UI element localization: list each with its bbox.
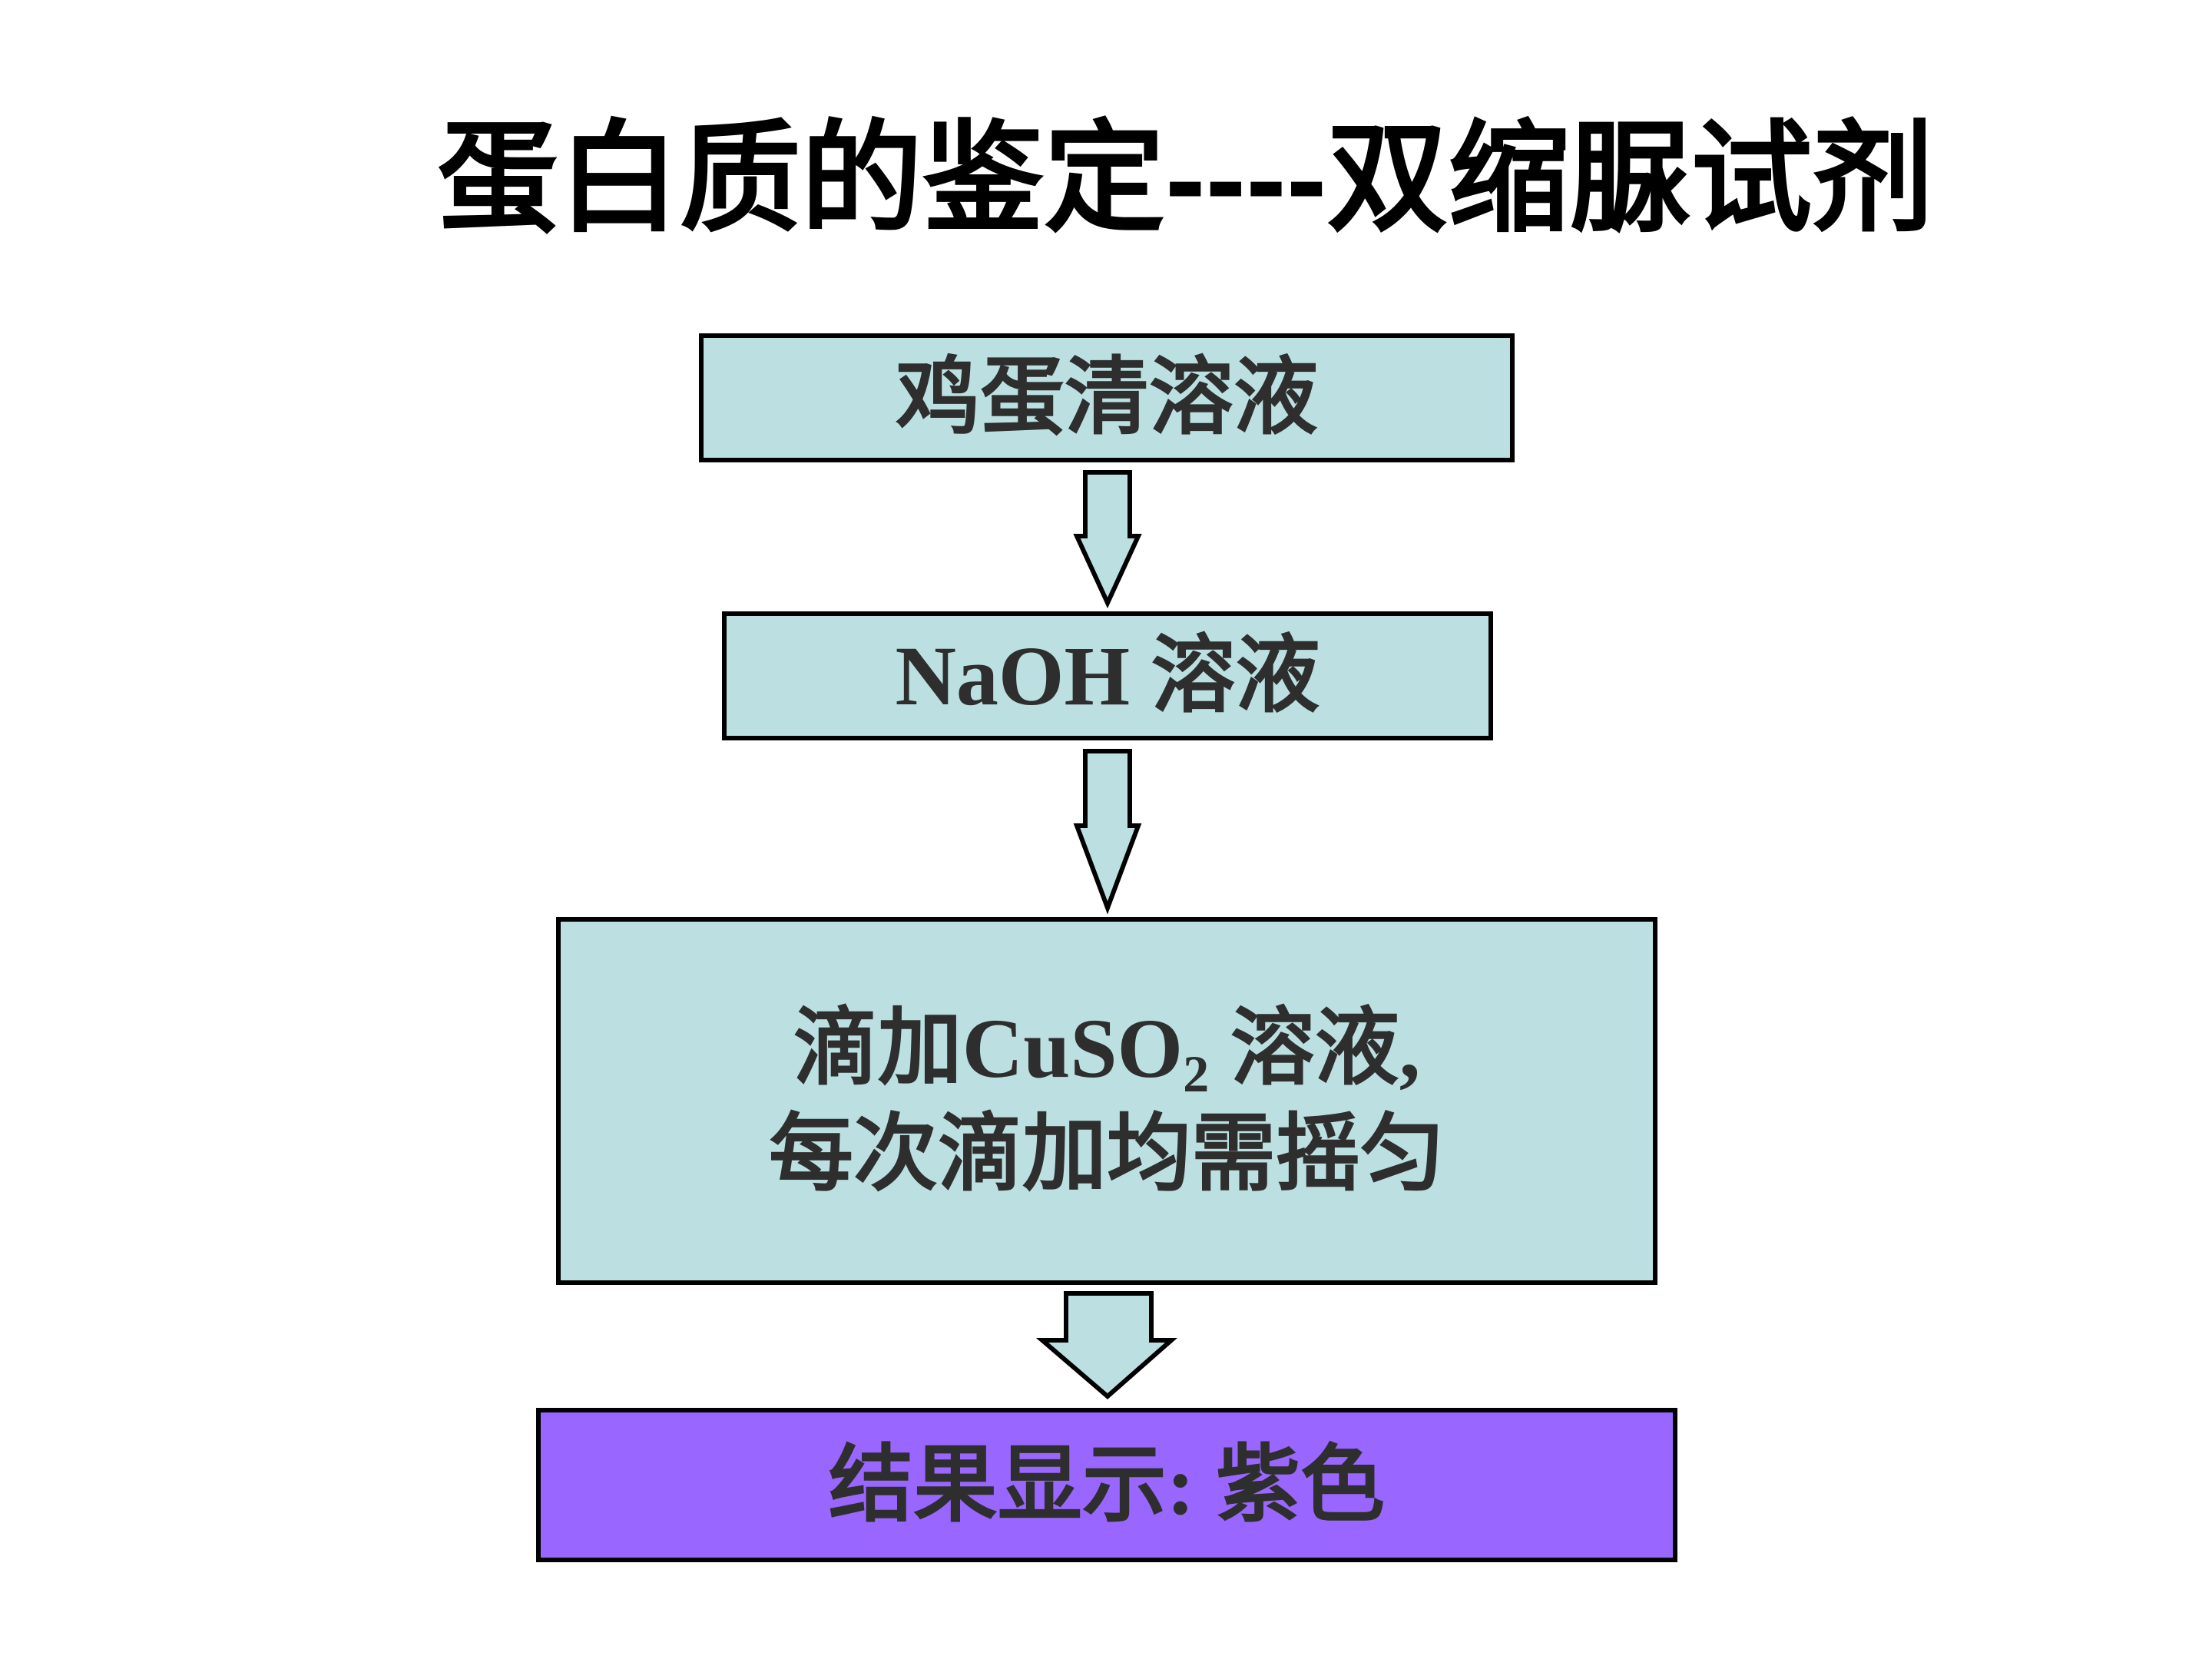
flow-box-result: 结果显示: 紫色 — [536, 1408, 1677, 1562]
cuso-line1-text: 滴加CuSO — [793, 1001, 1184, 1095]
slide-title: 蛋白质的鉴定----双缩脲试剂 — [437, 111, 1934, 247]
flow-box-cuso: 滴加CuSO2 溶液, 每次滴加均需摇匀 — [556, 917, 1657, 1285]
flow-box-naoh-label: NaOH 溶液 — [895, 629, 1320, 723]
arrow-down-2-icon — [1073, 749, 1142, 915]
arrow-down-3-icon — [1035, 1291, 1177, 1399]
flow-box-result-label: 结果显示: 紫色 — [828, 1438, 1386, 1532]
flow-box-cuso-line1: 滴加CuSO2 溶液, — [793, 995, 1420, 1101]
cuso-subscript: 2 — [1183, 1044, 1210, 1103]
arrow-down-1-icon — [1073, 470, 1142, 609]
flow-box-egg-white: 鸡蛋清溶液 — [699, 333, 1515, 462]
flow-box-egg-white-label: 鸡蛋清溶液 — [896, 351, 1318, 445]
flow-box-cuso-line2: 每次滴加均需摇匀 — [769, 1107, 1445, 1201]
cuso-line1-suffix: 溶液, — [1209, 1001, 1421, 1095]
flow-box-naoh: NaOH 溶液 — [722, 611, 1493, 740]
